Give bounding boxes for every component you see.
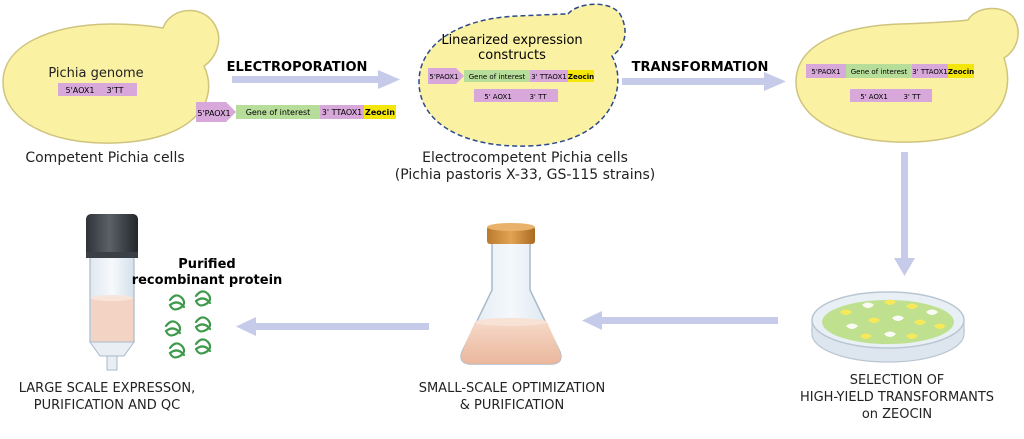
terminator-label: 3' TTAOX1	[912, 68, 947, 76]
marker-segment	[364, 105, 396, 119]
caption-line: LARGE SCALE EXPRESSON,	[18, 381, 196, 396]
gene-label: Gene of interest	[246, 108, 311, 117]
gene-segment	[464, 70, 530, 82]
transformed-cell: 5'PAOX1 Gene of interest 3' TTAOX1 Zeoci…	[795, 7, 1019, 143]
competent-cell: Pichia genome 5'AOX1 3'TT	[2, 9, 220, 144]
petri-dish	[811, 291, 965, 363]
protein-label-line2: recombinant protein	[132, 273, 283, 288]
marker-label: Zeocin	[365, 108, 395, 117]
linear-construct: 5'PAOX1 Gene of interest 3' TTAOX1 Zeoci…	[196, 102, 396, 122]
promoter-label: 5'PAOX1	[197, 109, 230, 118]
marker-label: Zeocin	[948, 68, 974, 76]
promoter-label: 5'PAOX1	[429, 73, 458, 81]
aox1-label: 5'AOX1	[66, 86, 95, 95]
caption-line: Electrocompetent Pichia cells	[422, 150, 628, 166]
genome-segment	[474, 89, 558, 102]
column-cap	[86, 214, 138, 258]
promoter-label: 5'PAOX1	[811, 68, 840, 76]
yeast-colonies	[840, 299, 946, 339]
transformation-arrow: TRANSFORMATION	[622, 60, 786, 91]
marker-label: Zeocin	[568, 73, 594, 81]
cell-body	[2, 9, 220, 144]
marker-segment	[568, 70, 594, 82]
chromatography-column	[86, 214, 138, 371]
terminator-segment	[912, 64, 948, 78]
erlenmeyer-flask	[460, 223, 562, 365]
electroporation-label: ELECTROPORATION	[227, 60, 368, 75]
genome-segment	[850, 89, 932, 102]
selection-caption: SELECTION OF HIGH-YIELD TRANSFORMANTS on…	[770, 372, 1024, 423]
terminator-segment	[530, 70, 568, 82]
terminator-label: 3' TTAOX1	[531, 73, 566, 81]
caption-line: PURIFICATION AND QC	[33, 398, 181, 413]
caption-line: HIGH-YIELD TRANSFORMANTS	[799, 390, 995, 405]
transformation-label: TRANSFORMATION	[632, 60, 769, 75]
gene-segment	[846, 64, 912, 78]
electrocompetent-caption: Electrocompetent Pichia cells (Pichia pa…	[380, 150, 670, 184]
protein-molecules	[164, 290, 212, 359]
terminator-segment	[320, 105, 364, 119]
caption-line: SELECTION OF	[849, 373, 945, 388]
competent-caption: Competent Pichia cells	[25, 150, 185, 166]
terminator-label: 3' TTAOX1	[322, 108, 363, 117]
promoter-segment	[806, 64, 846, 78]
caption-line: on ZEOCIN	[861, 407, 933, 422]
constructs-label-line1: Linearized expression	[441, 33, 582, 48]
promoter-segment	[428, 68, 464, 84]
electrocompetent-cell: Linearized expression constructs 5'PAOX1…	[418, 3, 626, 147]
gene-label: Gene of interest	[851, 68, 908, 76]
pichia-genome-label: Pichia genome	[48, 66, 143, 81]
gene-label: Gene of interest	[469, 73, 526, 81]
gene-segment	[236, 105, 320, 119]
tt-label: 3' TT	[529, 93, 547, 101]
constructs-label-line2: constructs	[478, 48, 546, 63]
small-scale-caption: SMALL-SCALE OPTIMIZATION & PURIFICATION	[380, 380, 644, 414]
aox1-label: 5' AOX1	[484, 93, 512, 101]
caption-line: & PURIFICATION	[459, 398, 565, 413]
caption-line: SMALL-SCALE OPTIMIZATION	[418, 381, 606, 396]
promoter-segment	[196, 102, 236, 122]
protein-label-line1: Purified	[178, 257, 235, 272]
optimization-arrow	[582, 311, 778, 330]
genome-segment	[58, 83, 137, 96]
caption-line: (Pichia pastoris X-33, GS-115 strains)	[394, 167, 656, 183]
electroporation-arrow: ELECTROPORATION	[227, 60, 400, 89]
tt-label: 3' TT	[903, 93, 921, 101]
tt-label: 3'TT	[107, 86, 124, 95]
selection-arrow	[894, 152, 915, 276]
aox1-label: 5' AOX1	[860, 93, 888, 101]
large-scale-caption: LARGE SCALE EXPRESSON, PURIFICATION AND …	[0, 380, 214, 414]
marker-segment	[948, 64, 974, 78]
scale-up-arrow	[236, 317, 429, 336]
flask-cork	[487, 226, 535, 244]
